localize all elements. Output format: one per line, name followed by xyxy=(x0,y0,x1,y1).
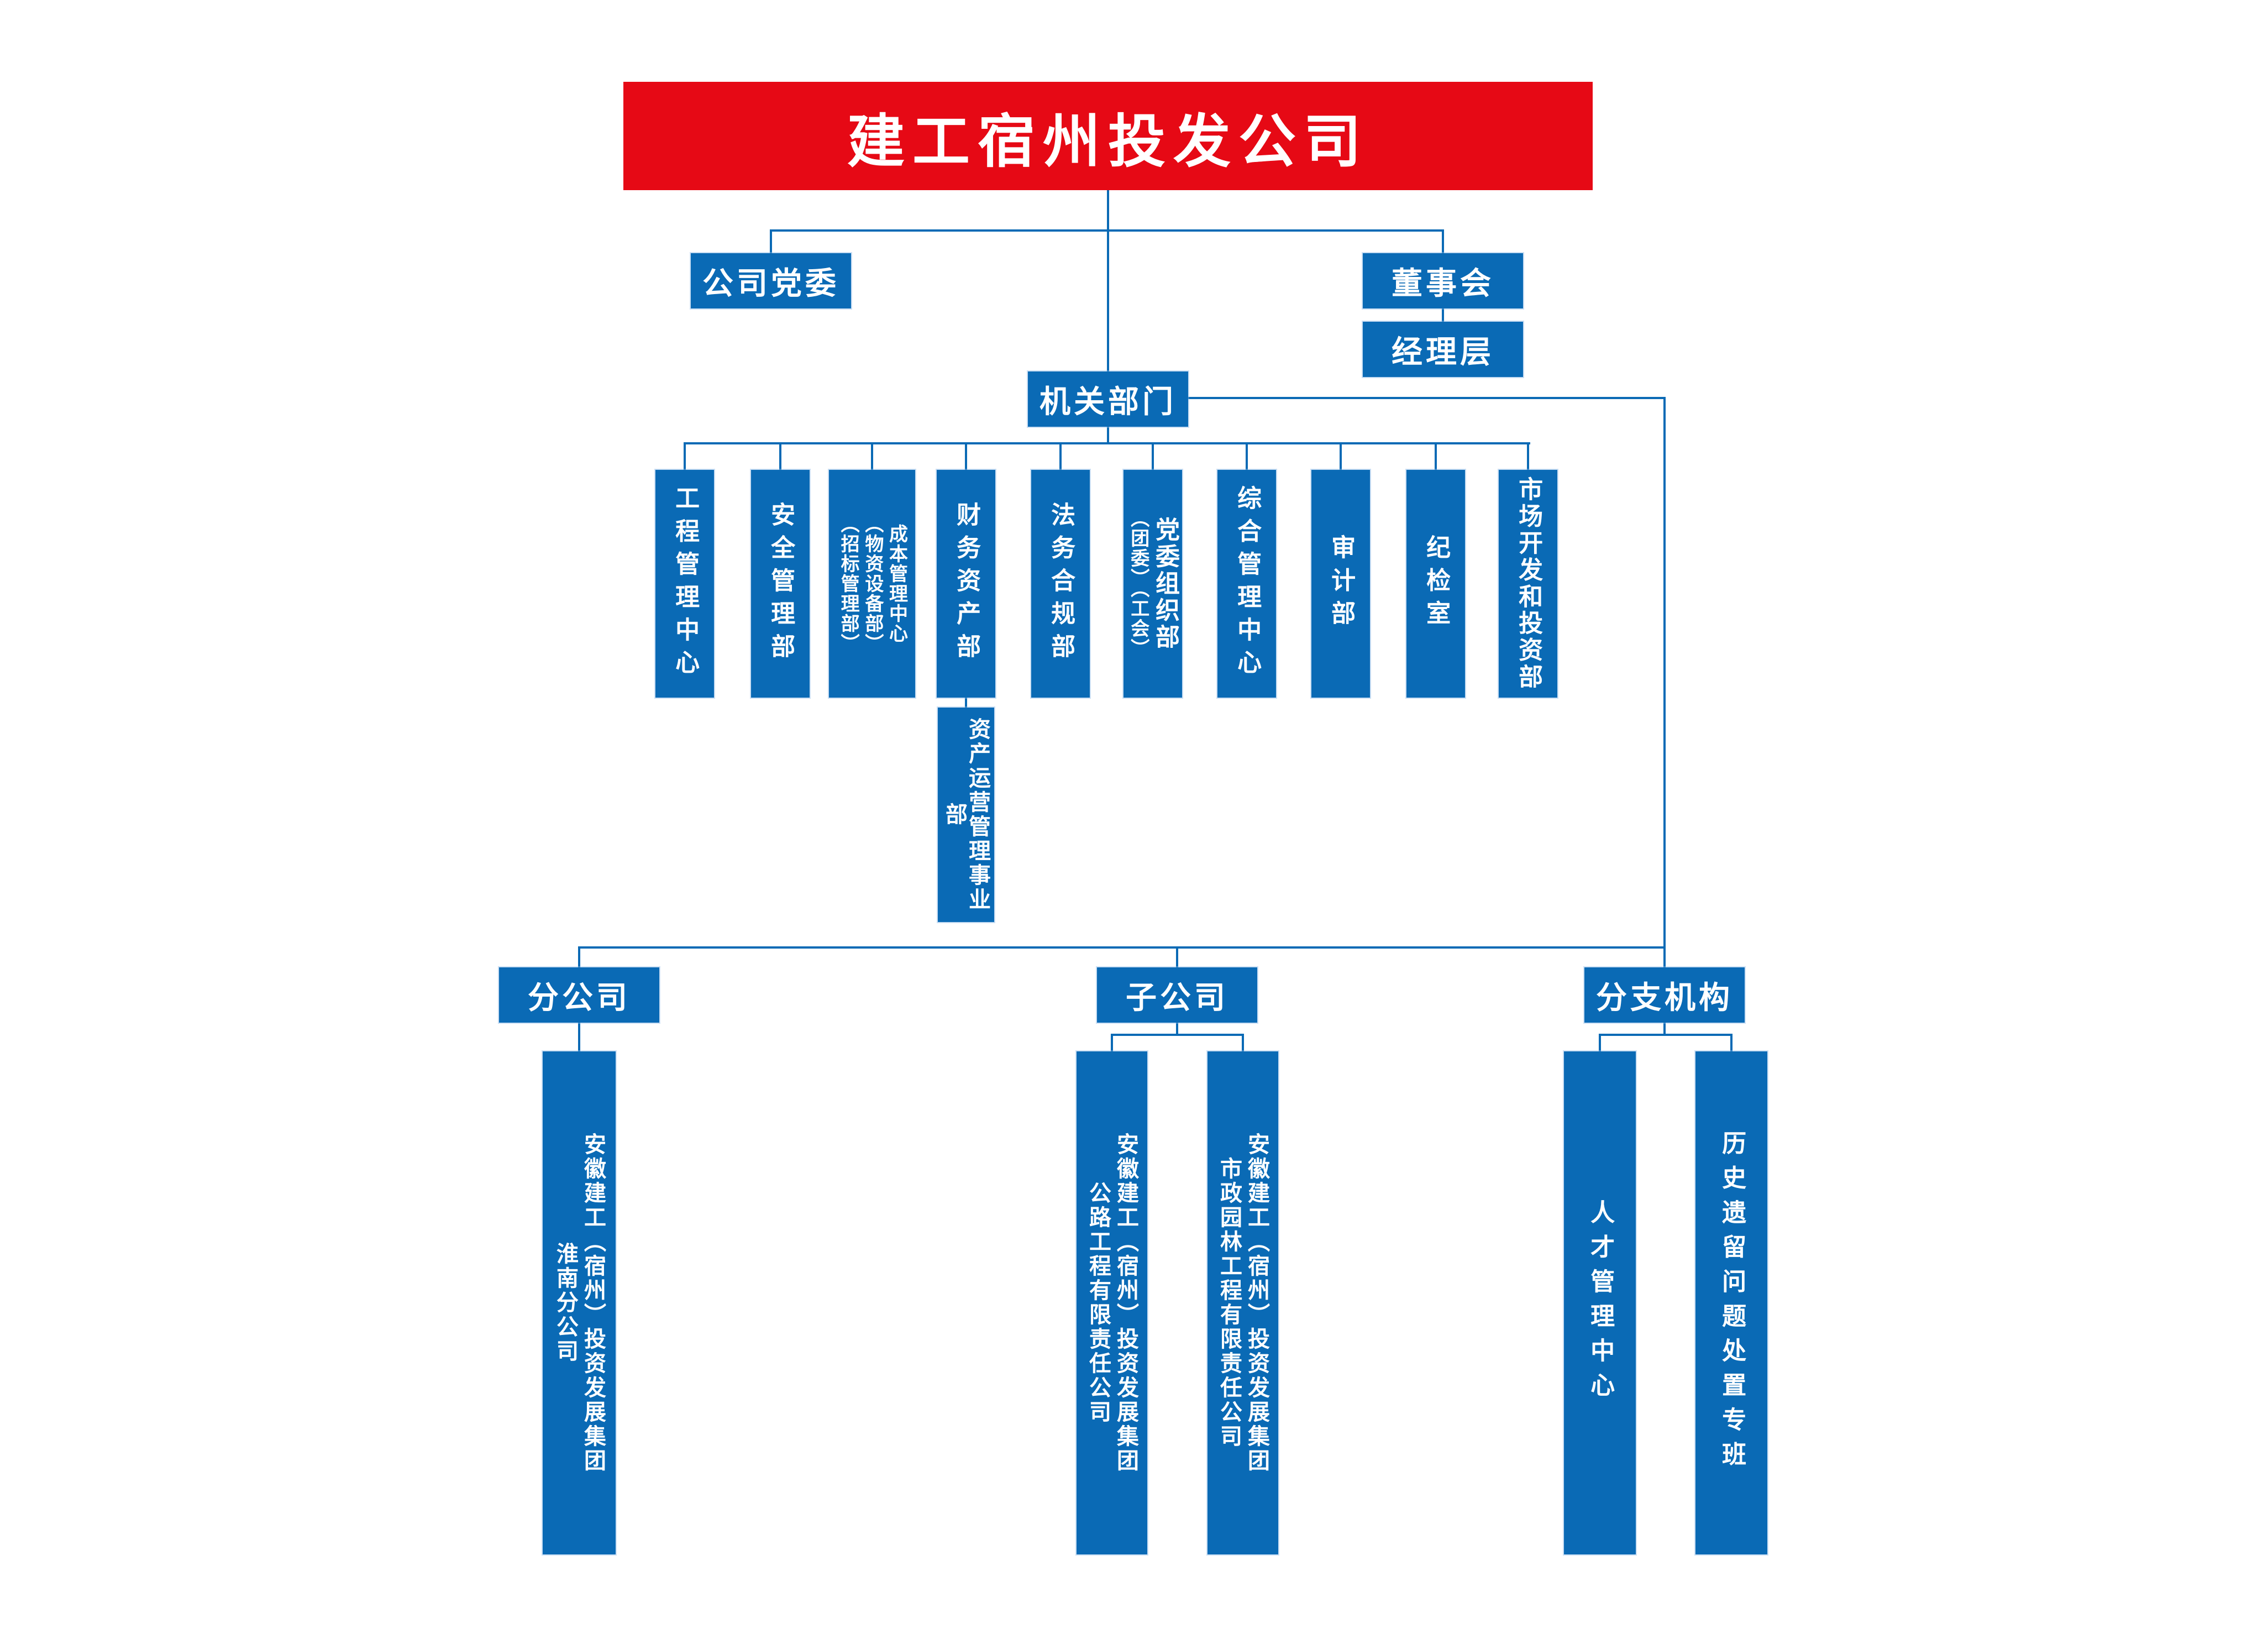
connector-asset-stub xyxy=(965,698,967,708)
node-board-of-directors: 董事会 xyxy=(1363,253,1523,308)
connector-dept-stub xyxy=(684,442,686,470)
connector-dept-stub xyxy=(1246,442,1248,470)
connector-trunk xyxy=(1107,190,1109,371)
connector-subsid-child-stub xyxy=(1111,1034,1113,1051)
dept-finance-assets: 财务资产部 xyxy=(937,470,995,698)
dept-legal-compliance: 法务合规部 xyxy=(1031,470,1090,698)
connector-branchco-child xyxy=(578,1023,580,1051)
connector-dept-stub xyxy=(1435,442,1437,470)
connector-dept-stub xyxy=(965,442,967,470)
center-talent-management: 人才管理中心 xyxy=(1564,1051,1636,1554)
affiliated-bodies-label: 分支机构 xyxy=(1596,980,1733,1015)
connector-dept-stub xyxy=(1152,442,1154,470)
connector-subsid-split xyxy=(1111,1034,1244,1036)
connector-subsid-down xyxy=(1176,1023,1178,1034)
board-label: 董事会 xyxy=(1392,265,1494,301)
connector-level2-h xyxy=(578,946,1666,949)
connector-board-stub xyxy=(1442,229,1444,253)
group-branch-companies: 分公司 xyxy=(499,967,659,1023)
company-municipal-landscape-engineering: 安徽建工（宿州）投资发展集团 市政园林工程有限责任公司 xyxy=(1208,1051,1278,1554)
connector-subsid-child-stub xyxy=(1242,1034,1244,1051)
dept-audit: 审计部 xyxy=(1311,470,1370,698)
subsidiaries-label: 子公司 xyxy=(1126,980,1229,1015)
dept-discipline-inspection: 纪检室 xyxy=(1406,470,1465,698)
connector-dept-stub xyxy=(779,442,781,470)
connector-branchco-stub xyxy=(578,946,580,967)
hq-departments-label: 机关部门 xyxy=(1040,384,1177,419)
node-management-layer: 经理层 xyxy=(1363,322,1523,377)
connector-dept-stub xyxy=(1527,442,1529,470)
dept-party-organization: 党委组织部 （团委）（工会） xyxy=(1124,470,1182,698)
connector-branchorg-down xyxy=(1663,1023,1666,1034)
connector-dept-stub xyxy=(871,442,873,470)
connector-branchorg-child-stub xyxy=(1599,1034,1601,1051)
node-hq-departments: 机关部门 xyxy=(1028,371,1188,427)
node-root-company: 建工宿州投发公司 xyxy=(623,82,1593,190)
connector-level1-h xyxy=(771,229,1444,232)
connector-hq-down xyxy=(1107,427,1109,442)
connector-dept-h xyxy=(684,442,1530,444)
connector-hq-right-h xyxy=(1188,397,1665,399)
dept-general-management-center: 综合管理中心 xyxy=(1217,470,1276,698)
dept-engineering-management-center: 工程管理中心 xyxy=(655,470,714,698)
taskforce-historical-issues: 历史遗留问题处置专班 xyxy=(1695,1051,1767,1554)
connector-board-management xyxy=(1442,308,1444,322)
connector-branchorg-split xyxy=(1599,1034,1733,1036)
dept-safety-management: 安全管理部 xyxy=(751,470,810,698)
branch-companies-label: 分公司 xyxy=(528,980,631,1015)
connector-subsid-stub xyxy=(1176,946,1178,967)
dept-asset-operation-division: 资产运营管理事业部 xyxy=(938,708,994,922)
node-party-committee: 公司党委 xyxy=(691,253,851,308)
company-huainan-branch: 安徽建工（宿州）投资发展集团 淮南分公司 xyxy=(543,1051,616,1554)
company-highway-engineering: 安徽建工（宿州）投资发展集团 公路工程有限责任公司 xyxy=(1077,1051,1147,1554)
group-subsidiaries: 子公司 xyxy=(1097,967,1257,1023)
dept-cost-management-center: 成本管理中心 （物资设备部） （招标管理部） xyxy=(829,470,915,698)
management-label: 经理层 xyxy=(1392,334,1494,369)
group-affiliated-bodies: 分支机构 xyxy=(1584,967,1745,1023)
connector-right-v xyxy=(1663,397,1666,967)
dept-market-development-investment: 市场开发和投资部 xyxy=(1499,470,1557,698)
connector-branchorg-child-stub xyxy=(1730,1034,1733,1051)
root-company-label: 建工宿州投发公司 xyxy=(847,109,1369,174)
connector-party-stub xyxy=(770,229,772,253)
connector-dept-stub xyxy=(1059,442,1062,470)
connector-dept-stub xyxy=(1340,442,1342,470)
party-committee-label: 公司党委 xyxy=(702,265,839,301)
